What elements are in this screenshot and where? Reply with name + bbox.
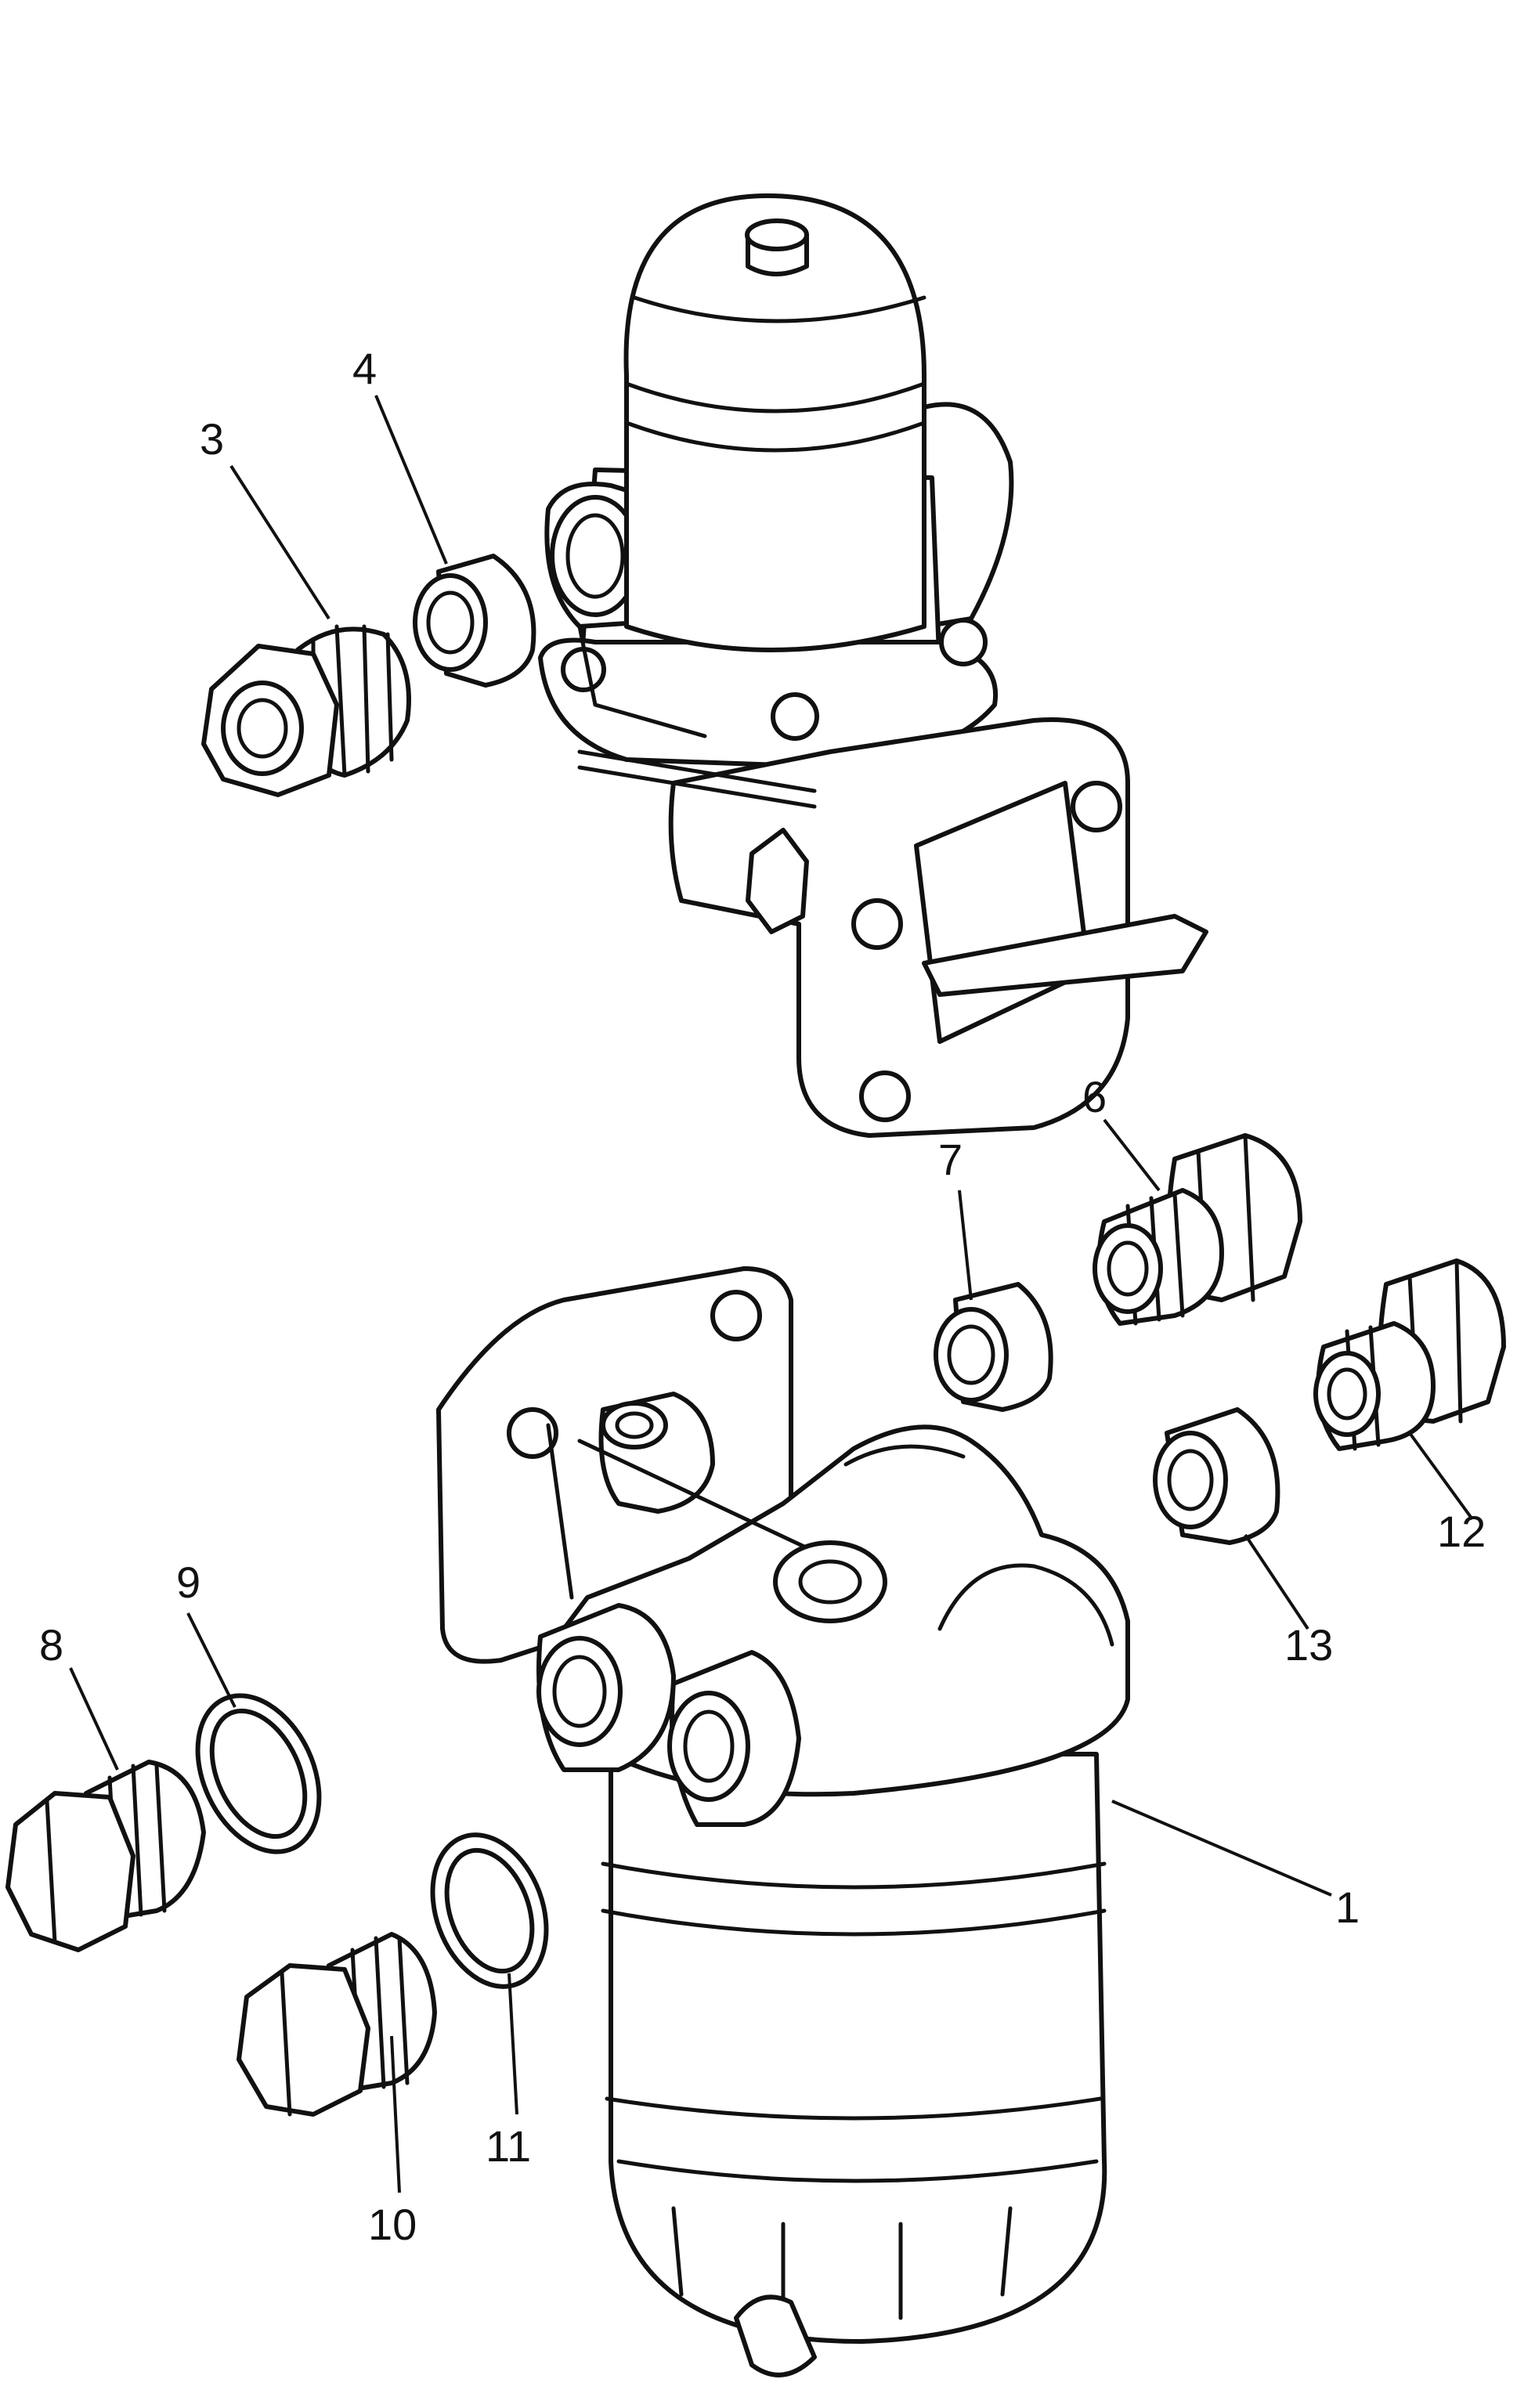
part-6-plug-bolt [1093,1133,1302,1326]
part-4-sleeve [413,554,536,688]
fuel-filter [436,1266,1130,2377]
part-9-washer [195,1693,322,1854]
part-13-sleeve [1153,1407,1280,1545]
callout-6: 6 [1082,1072,1107,1121]
leader-lines [69,395,1474,2193]
callout-11: 11 [486,2121,531,2171]
callout-13: 13 [1284,1620,1333,1670]
callouts: 3 4 6 7 12 13 1 8 9 10 11 [39,344,1486,2249]
callout-7: 7 [938,1135,963,1184]
callout-1: 1 [1335,1883,1360,1932]
part-11-washer [430,1832,549,1989]
part-10-plug-bolt [237,1932,437,2117]
callout-4: 4 [352,344,377,393]
callout-3: 3 [200,414,224,464]
callout-10: 10 [368,2200,417,2249]
callout-9: 9 [176,1558,200,1607]
part-12-plug-bolt [1313,1258,1506,1451]
callout-12: 12 [1437,1507,1486,1556]
fuel-pump [538,193,1208,1138]
part-3-plug-bolt [201,624,411,797]
callout-8: 8 [39,1620,63,1670]
part-7-sleeve [934,1282,1053,1412]
part-8-plug-bolt [5,1760,206,1952]
